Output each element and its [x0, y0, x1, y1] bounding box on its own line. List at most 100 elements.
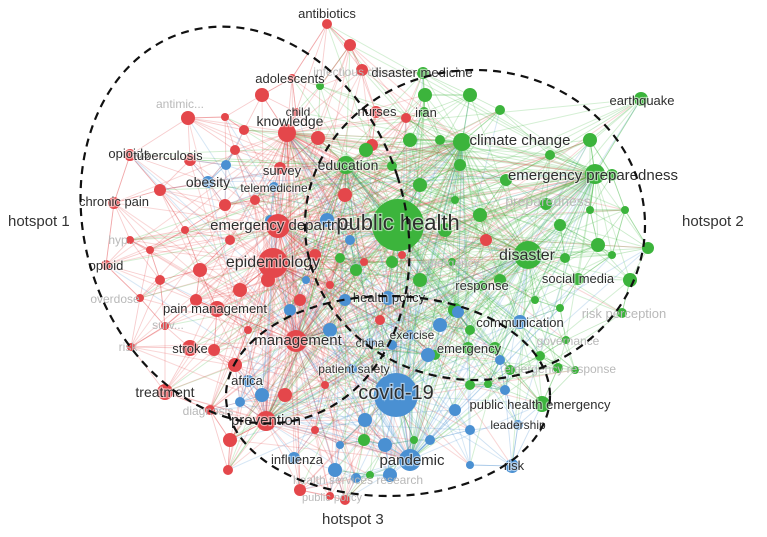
- network-edge: [213, 173, 596, 351]
- network-edge: [409, 214, 481, 461]
- network-node: [466, 461, 474, 469]
- network-edge: [469, 254, 529, 331]
- network-node: [505, 365, 515, 375]
- network-edge: [345, 164, 501, 361]
- network-node: [358, 434, 370, 446]
- network-edge: [461, 141, 529, 256]
- network-node: [235, 397, 245, 407]
- network-edge: [227, 173, 596, 471]
- network-edge: [113, 154, 131, 204]
- network-edge: [229, 224, 399, 441]
- network-node: [608, 251, 616, 259]
- network-edge: [345, 164, 469, 349]
- network-edge: [549, 98, 642, 156]
- network-edge: [405, 117, 441, 141]
- network-edge: [295, 139, 441, 342]
- network-edge: [149, 249, 161, 281]
- network-edge: [391, 173, 596, 346]
- label-knowledge: knowledge: [257, 113, 324, 129]
- network-node: [375, 315, 385, 325]
- network-edge: [339, 444, 357, 479]
- node-emergency-2: [462, 342, 474, 354]
- network-edge: [326, 23, 596, 175]
- network-edge: [295, 299, 536, 342]
- network-edge: [611, 209, 626, 256]
- network-edge: [272, 262, 381, 321]
- network-edge: [299, 477, 357, 491]
- node-health-policy: [381, 291, 395, 305]
- network-edge: [395, 257, 566, 396]
- network-edge: [289, 173, 596, 311]
- label-surveillance: surv...: [152, 318, 184, 332]
- network-node: [438, 223, 452, 237]
- network-edge: [539, 173, 596, 357]
- network-edge: [229, 219, 271, 241]
- network-edge: [395, 141, 463, 396]
- network-edge: [272, 141, 463, 264]
- network-edge: [395, 254, 403, 396]
- network-edge: [159, 279, 166, 327]
- network-edge: [286, 132, 347, 166]
- network-edge: [272, 262, 559, 369]
- network-edge: [213, 340, 297, 351]
- network-edge: [439, 109, 501, 141]
- network-edge: [207, 141, 463, 183]
- network-edge: [559, 307, 567, 341]
- network-node: [554, 219, 566, 231]
- label-hypertension: hyp...: [108, 233, 137, 247]
- network-edge: [129, 154, 274, 264]
- network-edge: [345, 164, 366, 421]
- network-edge: [164, 224, 399, 393]
- label-risk-perception: risk perception: [582, 306, 667, 321]
- network-edge: [277, 165, 393, 227]
- network-edge: [277, 209, 626, 227]
- network-edge: [295, 340, 301, 491]
- network-edge: [267, 279, 397, 396]
- network-edge: [239, 394, 397, 403]
- network-edge: [317, 137, 529, 256]
- network-node: [255, 388, 269, 402]
- network-edge: [565, 339, 576, 371]
- node-prevention: [256, 411, 276, 431]
- network-node: [284, 304, 296, 316]
- network-edge: [164, 262, 274, 393]
- network-edge: [272, 262, 506, 391]
- network-node: [410, 436, 418, 444]
- network-edge: [461, 141, 551, 156]
- network-edge: [239, 340, 297, 403]
- network-edge: [213, 329, 249, 351]
- network-edge: [159, 173, 596, 191]
- network-edge: [149, 173, 596, 251]
- network-node: [278, 388, 292, 402]
- network-edge: [295, 23, 328, 113]
- label-diagnosis: diagnosis: [183, 404, 234, 418]
- node-treatment: [157, 384, 173, 400]
- network-edge: [289, 164, 347, 311]
- network-edge: [324, 368, 353, 386]
- network-edge: [286, 132, 513, 467]
- network-edge: [423, 94, 471, 113]
- network-edge: [314, 164, 347, 431]
- network-node: [403, 133, 417, 147]
- network-edge: [351, 141, 463, 370]
- network-edge: [295, 340, 331, 497]
- network-node: [181, 111, 195, 125]
- network-edge: [129, 239, 161, 281]
- network-edge: [199, 239, 231, 271]
- network-edge: [499, 173, 596, 361]
- network-edge: [299, 254, 529, 491]
- network-edge: [279, 164, 347, 169]
- network-edge: [187, 117, 267, 422]
- network-edge: [234, 149, 274, 264]
- network-edge: [539, 355, 576, 371]
- network-node: [495, 105, 505, 115]
- network-edge: [286, 132, 346, 196]
- network-edge: [105, 249, 151, 266]
- network-edge: [339, 257, 346, 301]
- network-node: [398, 251, 406, 259]
- network-edge: [277, 225, 297, 342]
- network-edge: [130, 132, 288, 348]
- network-edge: [326, 219, 529, 256]
- network-edge: [577, 173, 596, 280]
- network-edge: [277, 225, 357, 479]
